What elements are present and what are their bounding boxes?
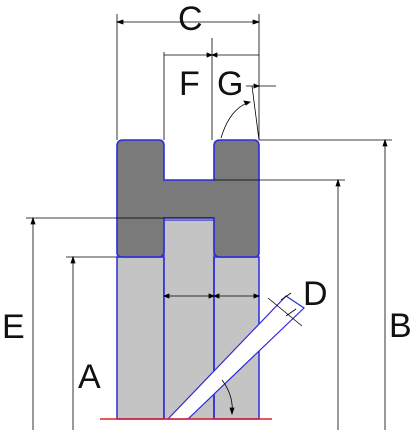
head-block — [116, 139, 260, 258]
dim-b-arrow — [382, 138, 388, 147]
dim-d-tick-2 — [285, 308, 297, 317]
dim-d-line — [267, 297, 303, 327]
label-d: D — [303, 275, 328, 313]
dim-c-arrow-right — [252, 19, 261, 25]
left-column — [116, 256, 165, 420]
dim-c-arrow-left — [115, 19, 124, 25]
label-e: E — [2, 308, 25, 346]
dim-chamfer-ext — [251, 85, 260, 141]
dim-slot-angle-arrow — [229, 407, 235, 416]
dim-a-arrow — [70, 255, 76, 264]
dim-chamfer-arc-arrow — [243, 100, 251, 106]
label-f: F — [179, 65, 200, 103]
dim-gap-center-arrow-l — [162, 293, 170, 299]
label-b: B — [389, 307, 412, 345]
label-c: C — [178, 0, 203, 38]
dim-gap-center-arrow-r — [208, 293, 216, 299]
label-g: G — [217, 65, 243, 103]
dim-g-arrow — [210, 52, 218, 58]
dim-gap-right-arrow-r — [253, 293, 261, 299]
dim-chamfer-arc — [220, 101, 251, 139]
label-a: A — [78, 358, 101, 396]
dim-e-arrow — [30, 216, 36, 225]
dimension-labels: C F G D E A B — [2, 0, 412, 396]
dim-chamfer-arrow — [253, 83, 261, 89]
dim-f-arrow — [206, 52, 214, 58]
dim-d-tick-1 — [280, 292, 292, 301]
dim-gap-right-arrow-l — [212, 293, 220, 299]
dim-mid-arrow — [335, 178, 341, 187]
dimension-lines — [26, 14, 392, 430]
